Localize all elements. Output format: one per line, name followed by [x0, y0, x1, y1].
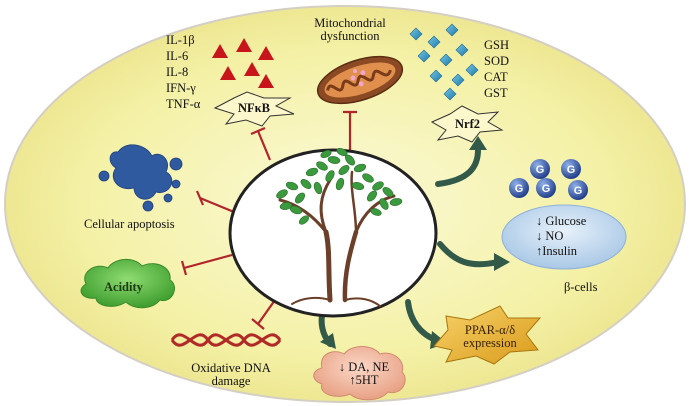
da-label-line2: ↑5HT: [349, 373, 379, 388]
inhibit-mito: [343, 110, 357, 150]
dna-label-line2: damage: [211, 374, 251, 389]
ppar-label-line2: expression: [463, 336, 517, 351]
acidity-label: Acidity: [104, 280, 143, 294]
mito-label: Mitochondrial dysfunction: [300, 16, 400, 44]
dna-label-line1: Oxidative DNA: [191, 361, 271, 375]
beta-effect-no: ↓ NO: [536, 229, 564, 243]
diamond-icon: [443, 87, 457, 101]
inhibit-dna: [251, 299, 276, 330]
mito-label-line1: Mitochondrial: [314, 16, 386, 30]
dna-label: Oxidative DNA damage: [176, 361, 286, 389]
triangle-icon: [244, 62, 260, 76]
diamond-icon: [445, 23, 459, 37]
diamond-icon: [429, 69, 443, 83]
ppar-label: PPAR-α/δ expression: [452, 323, 528, 351]
tree-icon: [276, 147, 403, 307]
nrf2-star: [430, 105, 504, 143]
glucose-circle-icon: [509, 178, 529, 198]
glucose-letter: G: [536, 164, 545, 176]
diamond-icon: [427, 35, 441, 49]
dna-icon: [170, 333, 282, 347]
antioxidant-gsh: GSH: [484, 38, 510, 52]
triangle-icon: [212, 44, 228, 58]
triangle-icon: [258, 74, 274, 88]
arrow-nrf2: [435, 147, 481, 187]
beta-cells-ellipse: [501, 204, 627, 270]
antioxidant-list: GSH SOD CAT GST: [484, 37, 509, 101]
nrf2-label: Nrf2: [455, 117, 480, 131]
da-label: ↓ DA, NE ↑5HT: [328, 360, 400, 388]
diamond-icon: [451, 73, 465, 87]
antioxidant-gst: GST: [484, 86, 508, 100]
beta-effect-insulin: ↑Insulin: [536, 244, 577, 258]
glucose-circle-icon: [561, 159, 581, 179]
triangle-icon: [220, 66, 236, 80]
mito-label-line2: dysfunction: [320, 29, 380, 44]
diamond-icon: [439, 53, 453, 67]
glucose-circle-icon: [536, 178, 556, 198]
inhibit-apoptosis: [195, 190, 235, 214]
acidity-cloud: [80, 259, 175, 309]
cytokine-il6: IL-6: [166, 49, 189, 63]
nfkb-star: [213, 91, 295, 127]
diamond-icon: [455, 43, 469, 57]
ppar-star: [433, 305, 542, 365]
antioxidant-sod: SOD: [484, 54, 510, 68]
triangle-cluster: [212, 38, 274, 88]
beta-effect-glucose: ↓ Glucose: [536, 214, 587, 228]
apoptosis-label: Cellular apoptosis: [84, 217, 175, 231]
antioxidant-cat: CAT: [484, 70, 508, 84]
beta-cells-label: β-cells: [564, 280, 598, 294]
diamond-icon: [409, 27, 423, 41]
da-label-line1: ↓ DA, NE: [338, 360, 390, 374]
nfkb-label: NFκB: [238, 101, 270, 115]
glucose-letter: G: [515, 183, 524, 195]
cytokine-il8: IL-8: [166, 65, 189, 79]
glucose-letter: G: [542, 183, 551, 195]
diamond-icon: [417, 49, 431, 63]
apoptosis-blob-icon: [98, 144, 183, 212]
cytokine-il1b: IL-1β: [166, 33, 195, 47]
diamond-cluster: [409, 23, 479, 101]
triangle-icon: [258, 46, 274, 60]
arrow-beta: [437, 241, 501, 268]
inhibit-nfkb: [250, 126, 272, 161]
diamond-icon: [465, 63, 479, 77]
glucose-circle-icon: [530, 159, 550, 179]
cytokine-tnfa: TNF-α: [166, 97, 201, 111]
glucose-letter: G: [567, 164, 576, 176]
cytokine-ifng: IFN-γ: [166, 81, 196, 95]
inhibit-acidity: [180, 253, 233, 276]
ppar-label-line1: PPAR-α/δ: [464, 323, 516, 337]
beta-effects-list: ↓ Glucose ↓ NO ↑Insulin: [536, 214, 586, 259]
cytokine-list: IL-1β IL-6 IL-8 IFN-γ TNF-α: [166, 32, 200, 112]
inhibition-lines: [180, 110, 357, 330]
glucose-letter: G: [574, 185, 583, 197]
glucose-circle-icon: [568, 180, 588, 200]
glucose-letters: G G G G G: [515, 164, 583, 197]
triangle-icon: [236, 38, 252, 52]
glucose-circles: [509, 159, 588, 200]
da-cloud: [313, 346, 406, 401]
mitochondria-icon: [316, 55, 404, 105]
